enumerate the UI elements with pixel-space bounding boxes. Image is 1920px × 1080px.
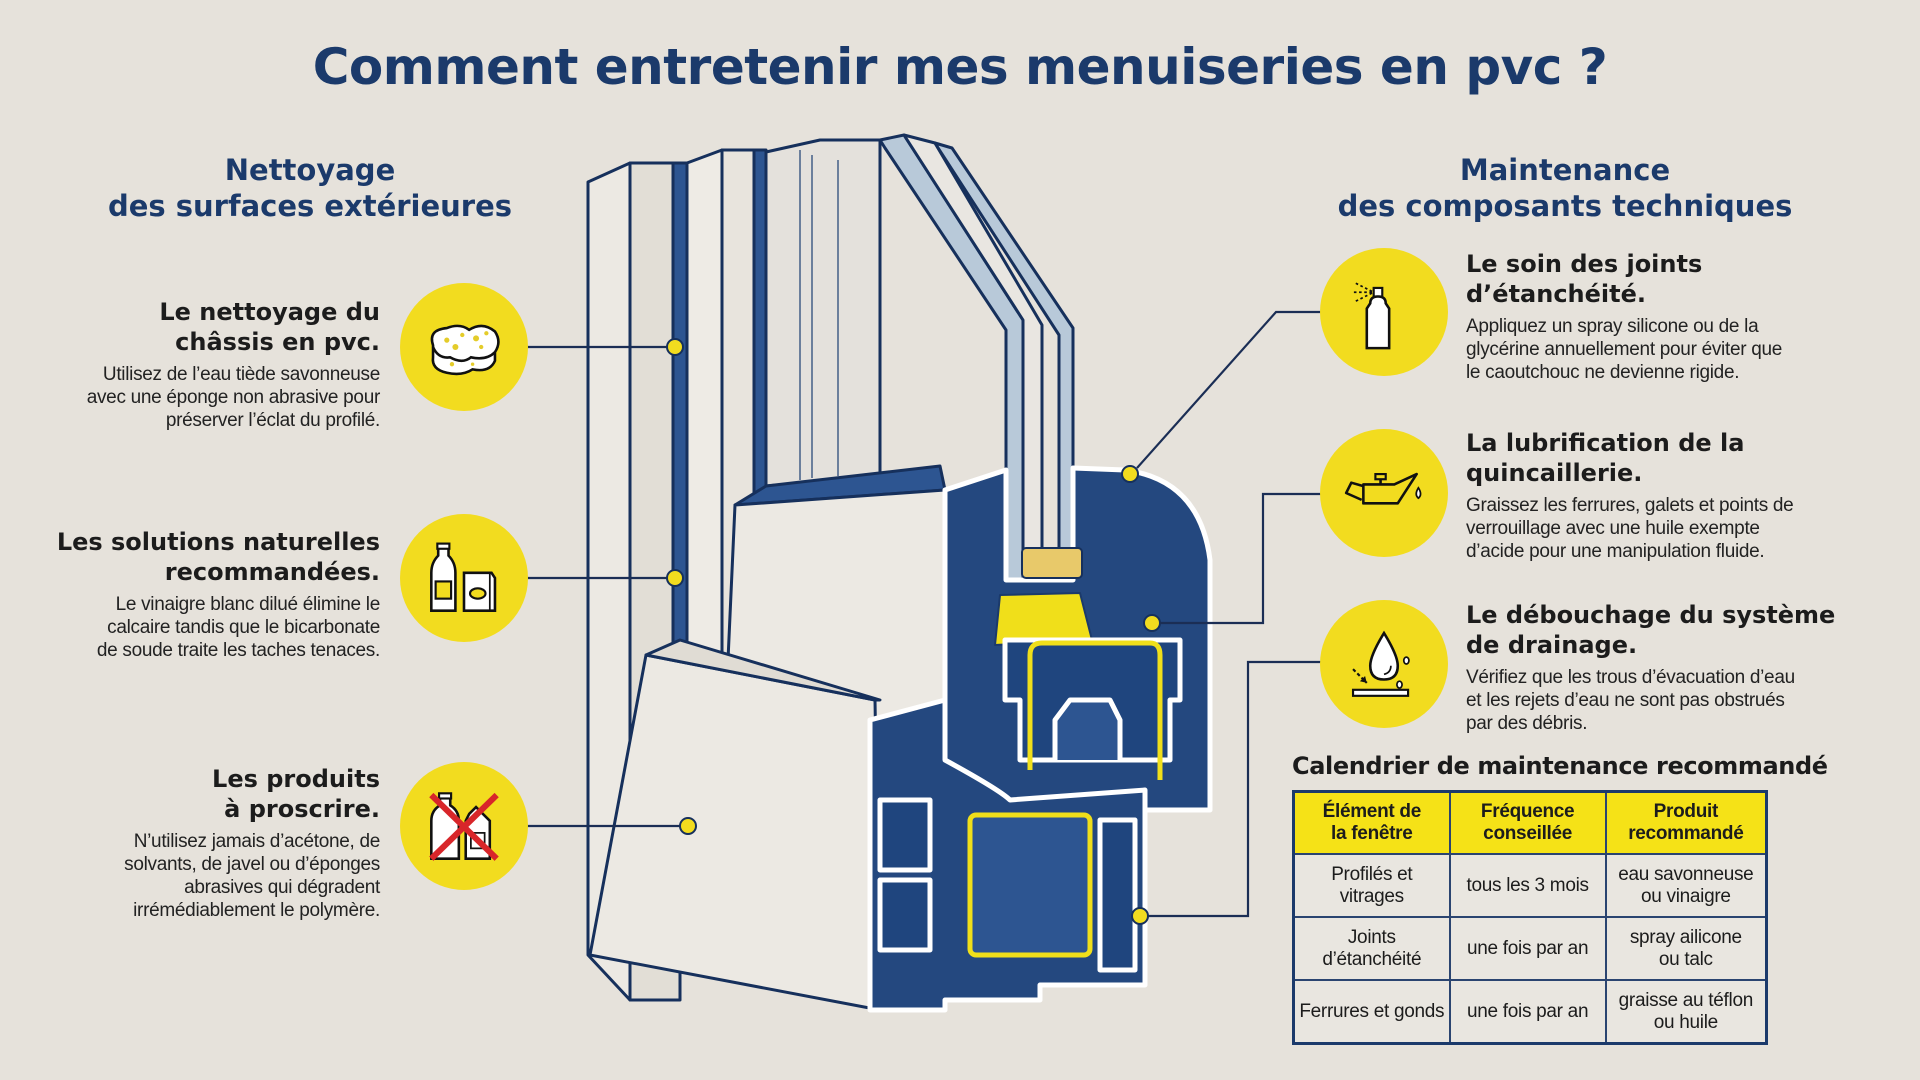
vinegar-bicarbonate-icon bbox=[430, 542, 497, 612]
heading-line: Le nettoyage du bbox=[159, 298, 380, 326]
sponge-icon bbox=[430, 324, 500, 376]
table-row: Ferrures et gonds une fois par an graiss… bbox=[1292, 979, 1768, 1045]
info-block-natural-solutions: Les solutions naturelles recommandées. L… bbox=[0, 527, 380, 662]
right-section-heading-line: des composants techniques bbox=[1337, 189, 1793, 223]
info-block-frame-cleaning: Le nettoyage du châssis en pvc. Utilisez… bbox=[0, 297, 381, 432]
text-line: Graissez les ferrures, galets et points … bbox=[1466, 495, 1794, 516]
heading-line: recommandées. bbox=[164, 558, 380, 586]
left-section-heading: Nettoyage des surfaces extérieures bbox=[60, 152, 560, 224]
heading-line: La lubrification de la bbox=[1466, 429, 1745, 457]
text-line: Utilisez de l’eau tiède savonneuse bbox=[102, 364, 380, 385]
info-block-prohibited-products: Les produits à proscrire. N’utilisez jam… bbox=[0, 764, 380, 922]
left-section-heading-line: des surfaces extérieures bbox=[107, 189, 513, 223]
info-block-heading: Les solutions naturelles recommandées. bbox=[0, 527, 380, 587]
text-line: Vérifiez que les trous d’évacuation d’ea… bbox=[1466, 667, 1795, 688]
cell-element: Profilés et vitrages bbox=[1292, 853, 1451, 918]
water-drain-icon bbox=[1351, 630, 1410, 697]
cell-element: Joints d’étanchéité bbox=[1292, 916, 1451, 981]
prohibited-products-icon-circle bbox=[400, 762, 528, 890]
sponge-icon-circle bbox=[400, 283, 528, 411]
cell-element: Ferrures et gonds bbox=[1292, 979, 1451, 1045]
spray-can-icon bbox=[1353, 281, 1391, 350]
heading-line: châssis en pvc. bbox=[175, 328, 380, 356]
right-section-heading: Maintenance des composants techniques bbox=[1290, 152, 1840, 224]
callout-dot-seals bbox=[1121, 465, 1139, 483]
heading-line: Les produits bbox=[212, 765, 380, 793]
connector-line bbox=[1148, 660, 1326, 918]
text-line: calcaire tandis que le bicarbonate bbox=[107, 617, 380, 638]
water-drain-icon-circle bbox=[1320, 600, 1448, 728]
heading-line: Le débouchage du système bbox=[1466, 601, 1836, 629]
heading-line: à proscrire. bbox=[224, 795, 380, 823]
double-glazing bbox=[764, 133, 1075, 587]
heading-line: quincaillerie. bbox=[1466, 459, 1643, 487]
callout-dots bbox=[666, 338, 1161, 925]
info-block-text: Graissez les ferrures, galets et points … bbox=[1466, 494, 1906, 563]
text-line: N’utilisez jamais d’acétone, de bbox=[133, 831, 381, 852]
info-block-heading: La lubrification de la quincaillerie. bbox=[1466, 428, 1906, 488]
info-block-heading: Le nettoyage du châssis en pvc. bbox=[0, 297, 380, 357]
left-section-heading-line: Nettoyage bbox=[224, 153, 396, 187]
cell-frequency: une fois par an bbox=[1448, 979, 1607, 1045]
text-line: solvants, de javel ou d’éponges bbox=[124, 854, 380, 875]
oil-can-icon-circle bbox=[1320, 429, 1448, 557]
info-block-seals-care: Le soin des joints d’étanchéité. Appliqu… bbox=[1466, 249, 1906, 384]
connector-line bbox=[1136, 310, 1326, 469]
heading-line: de drainage. bbox=[1466, 631, 1638, 659]
table-row: Profilés et vitrages tous les 3 mois eau… bbox=[1292, 853, 1768, 918]
text-line: verrouillage avec une huile exempte bbox=[1466, 518, 1760, 539]
text-line: Appliquez un spray silicone ou de la bbox=[1466, 316, 1759, 337]
info-block-drainage: Le débouchage du système de drainage. Vé… bbox=[1466, 600, 1906, 735]
oil-can-icon bbox=[1344, 472, 1422, 505]
text-line: le caoutchouc ne devienne rigide. bbox=[1466, 362, 1740, 383]
natural-solutions-icon-circle bbox=[400, 514, 528, 642]
text-line: abrasives qui dégradent bbox=[184, 877, 380, 898]
info-block-text: Appliquez un spray silicone ou de la gly… bbox=[1466, 315, 1906, 384]
heading-line: Le soin des joints bbox=[1466, 250, 1703, 278]
info-block-text: N’utilisez jamais d’acétone, de solvants… bbox=[0, 830, 380, 922]
info-block-text: Vérifiez que les trous d’évacuation d’ea… bbox=[1466, 666, 1906, 735]
connector-line bbox=[1160, 492, 1326, 625]
frame-profile-section bbox=[867, 697, 1148, 1013]
text-line: d’acide pour une manipulation fluide. bbox=[1466, 541, 1765, 562]
calendar-title: Calendrier de maintenance recommandé bbox=[1292, 752, 1828, 780]
text-line: avec une éponge non abrasive pour bbox=[86, 387, 381, 408]
cell-frequency: une fois par an bbox=[1448, 916, 1607, 981]
text-line: par des débris. bbox=[1466, 713, 1588, 734]
prohibited-cross bbox=[429, 792, 499, 861]
info-block-heading: Les produits à proscrire. bbox=[0, 764, 380, 824]
info-block-hardware-lubrication: La lubrification de la quincaillerie. Gr… bbox=[1466, 428, 1906, 563]
cell-frequency: tous les 3 mois bbox=[1448, 853, 1607, 918]
text-line: glycérine annuellement pour éviter que bbox=[1466, 339, 1783, 360]
right-section-heading-line: Maintenance bbox=[1459, 153, 1671, 187]
table-row: Joints d’étanchéité une fois par an spra… bbox=[1292, 916, 1768, 981]
heading-line: d’étanchéité. bbox=[1466, 280, 1647, 308]
text-line: et les rejets d’eau ne sont pas obstrués bbox=[1466, 690, 1785, 711]
info-block-text: Utilisez de l’eau tiède savonneuse avec … bbox=[0, 363, 381, 432]
heading-line: Les solutions naturelles bbox=[56, 528, 380, 556]
info-block-heading: Le soin des joints d’étanchéité. bbox=[1466, 249, 1906, 309]
sash-profile-section bbox=[942, 465, 1213, 843]
text-line: de soude traite les taches tenaces. bbox=[96, 640, 380, 661]
spray-can-icon-circle bbox=[1320, 248, 1448, 376]
text-line: irrémédiablement le polymère. bbox=[133, 900, 380, 921]
info-block-text: Le vinaigre blanc dilué élimine le calca… bbox=[0, 593, 380, 662]
prohibited-products-icon bbox=[429, 792, 499, 861]
page-title: Comment entretenir mes menuiseries en pv… bbox=[312, 38, 1608, 96]
text-line: Le vinaigre blanc dilué élimine le bbox=[115, 594, 381, 615]
text-line: préserver l’éclat du profilé. bbox=[165, 410, 380, 431]
info-block-heading: Le débouchage du système de drainage. bbox=[1466, 600, 1906, 660]
